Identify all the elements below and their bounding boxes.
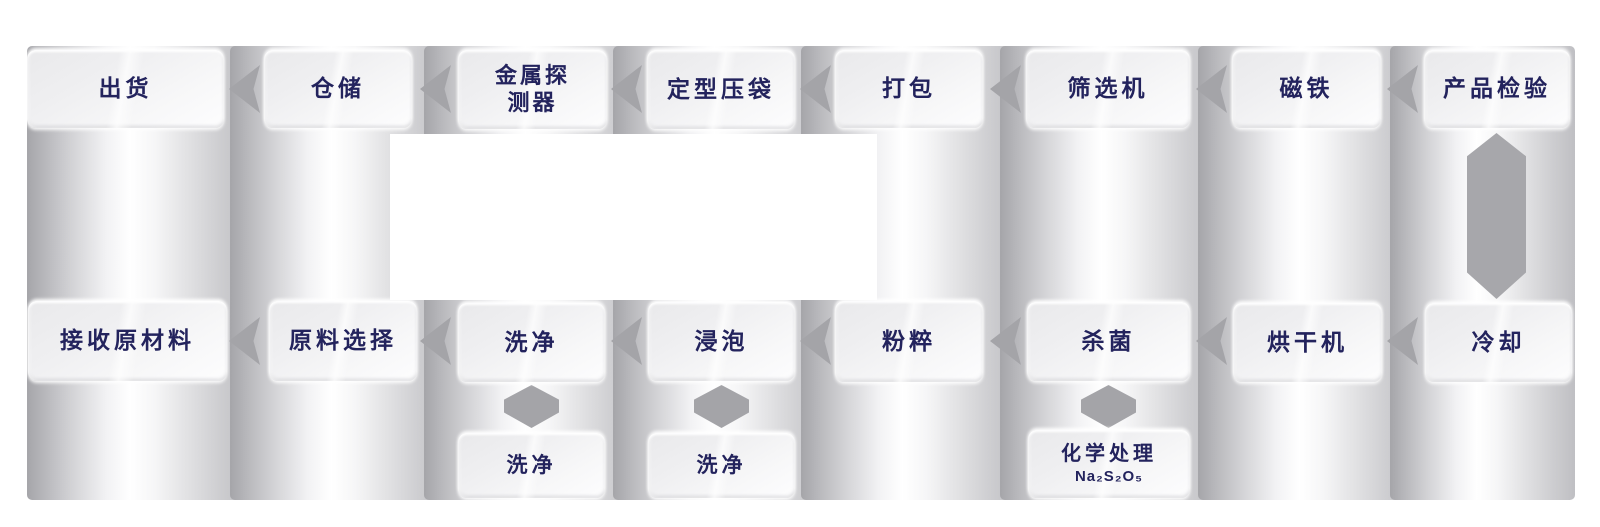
- step-label: 接收原材料: [60, 327, 195, 354]
- step-dryer: 烘干机: [1233, 303, 1382, 382]
- step-label: 杀菌: [1081, 327, 1136, 354]
- step-shipping: 出货: [27, 50, 224, 128]
- step-label: 出货: [98, 75, 153, 102]
- step-packing: 打包: [835, 50, 983, 128]
- step-label: 冷却: [1471, 328, 1526, 355]
- step-crushing: 粉粹: [835, 301, 983, 382]
- step-receive-raw-materials: 接收原材料: [28, 301, 227, 381]
- flow-connector-vertical-icon: [1467, 133, 1526, 299]
- step-label: 仓储: [311, 75, 365, 102]
- step-metal-detector: 金属探 测器: [458, 50, 607, 129]
- step-label: 化学处理: [1061, 443, 1157, 465]
- step-label: 浸泡: [694, 327, 749, 354]
- chemical-formula-label: Na₂S₂O₅: [1074, 468, 1144, 485]
- step-label: 打包: [882, 75, 936, 102]
- step-magnet: 磁铁: [1232, 50, 1381, 128]
- step-washing-rinse: 洗净: [648, 433, 795, 498]
- step-shaping-press-bagging: 定型压袋: [647, 50, 795, 129]
- step-label: 磁铁: [1279, 75, 1334, 102]
- step-label: 洗净: [696, 453, 747, 477]
- step-label: 洗净: [504, 328, 559, 355]
- step-label: 金属探 测器: [494, 63, 570, 115]
- step-label: 洗净: [506, 453, 557, 477]
- step-product-inspection: 产品检验: [1424, 50, 1570, 128]
- step-washing-rinse: 洗净: [458, 433, 605, 498]
- step-cooling: 冷却: [1425, 303, 1572, 382]
- step-warehousing: 仓储: [264, 50, 412, 128]
- step-screening-machine: 筛选机: [1026, 50, 1190, 128]
- step-label: 定型压袋: [667, 75, 775, 102]
- step-chemical-treatment: 化学处理 Na₂S₂O₅: [1028, 430, 1190, 498]
- step-soaking: 浸泡: [648, 302, 795, 381]
- step-label: 粉粹: [882, 327, 936, 354]
- step-label: 烘干机: [1267, 328, 1348, 355]
- step-label: 产品检验: [1443, 75, 1551, 102]
- blank-overlay: [390, 134, 877, 300]
- step-sterilization: 杀菌: [1027, 302, 1190, 381]
- step-label: 筛选机: [1067, 75, 1149, 102]
- step-raw-material-selection: 原料选择: [269, 301, 417, 381]
- step-label: 原料选择: [289, 327, 397, 354]
- step-washing: 洗净: [458, 303, 605, 382]
